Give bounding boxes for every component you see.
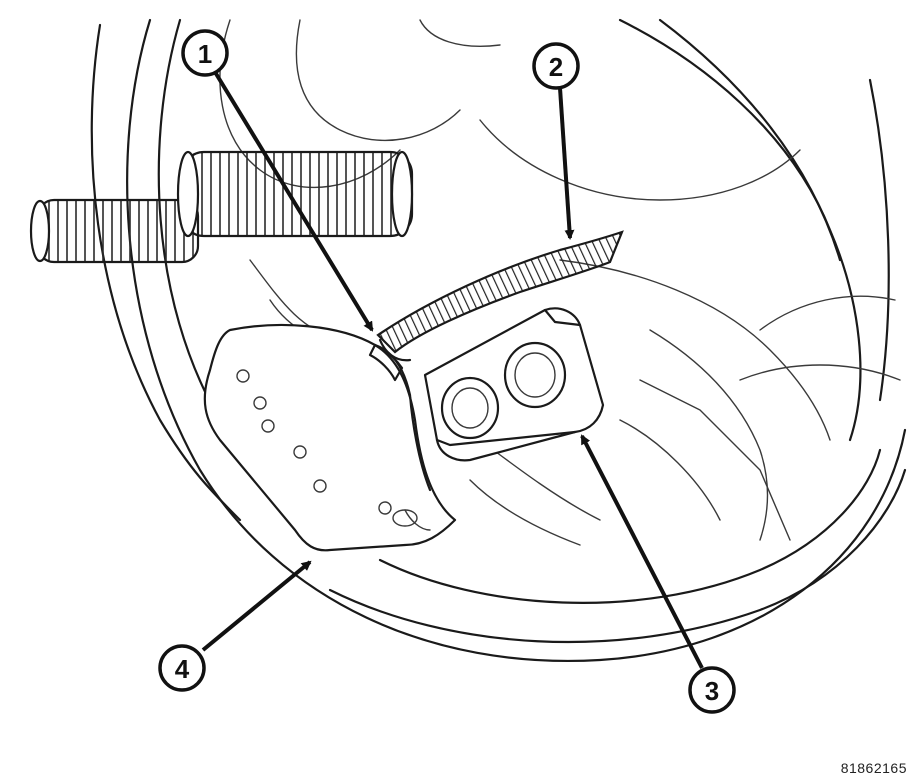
callout-2-label: 2 [549,52,563,82]
leader-1 [213,70,374,332]
callout-1: 1 [181,29,229,77]
callout-1-label: 1 [198,39,212,69]
backing-plate [90,18,907,662]
callout-4-label: 4 [175,654,190,684]
leader-lines [201,70,704,669]
wheel-stud-left [29,198,200,264]
callout-3: 3 [688,666,736,714]
figure-id: 81862165 [840,760,907,776]
brake-adjuster-block [423,307,605,462]
callout-3-label: 3 [705,676,719,706]
leader-3 [580,434,704,669]
wheel-stud-right [176,150,414,238]
callout-2: 2 [532,42,580,90]
leader-4 [201,560,312,652]
callout-4: 4 [158,644,206,692]
brake-shoe [203,323,457,552]
leader-2 [558,87,575,240]
